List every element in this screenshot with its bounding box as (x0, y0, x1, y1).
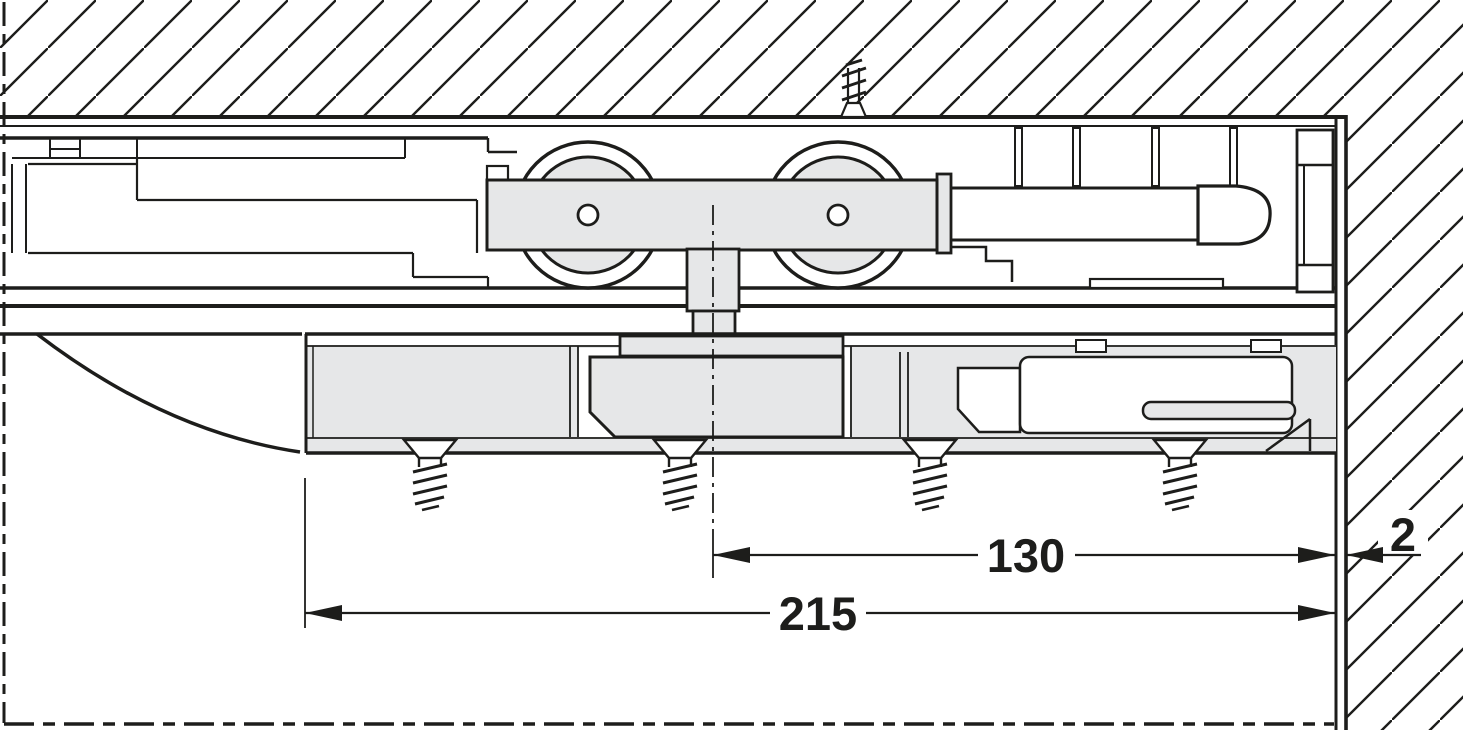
track-screw (839, 58, 868, 119)
dimension-annotations: 130 215 2 (304, 205, 1428, 640)
door-panel (0, 2, 1334, 726)
dimension-130-label: 130 (987, 529, 1065, 582)
rail-plate (1088, 277, 1225, 290)
bottom-guide-profile (304, 332, 1336, 455)
dimension-2: 2 (1346, 508, 1428, 563)
mounting-screw-4 (1152, 438, 1208, 512)
damper-cylinder (933, 184, 1272, 282)
retainer-comb (1014, 127, 1238, 187)
axle-hole-rear (826, 203, 850, 227)
dimension-2-label: 2 (1390, 508, 1416, 561)
suspension-plate (618, 334, 845, 358)
carriage-bar (485, 178, 939, 252)
dimension-215: 215 (305, 587, 1335, 640)
axle-hole-front (576, 203, 600, 227)
dimension-130: 130 (713, 529, 1335, 582)
end-stop-bracket (1295, 128, 1335, 294)
side-wall (1344, 0, 1463, 730)
ceiling-panel (0, 0, 1346, 119)
carriage-end-cap (935, 172, 953, 255)
mounting-screw-2 (652, 438, 708, 512)
dimension-215-label: 215 (779, 587, 857, 640)
suspension-block (588, 355, 845, 439)
door-edge-curve (35, 332, 301, 454)
mounting-screw-3 (902, 438, 958, 512)
track-cassette (11, 139, 490, 288)
mounting-screw-1 (402, 438, 458, 512)
